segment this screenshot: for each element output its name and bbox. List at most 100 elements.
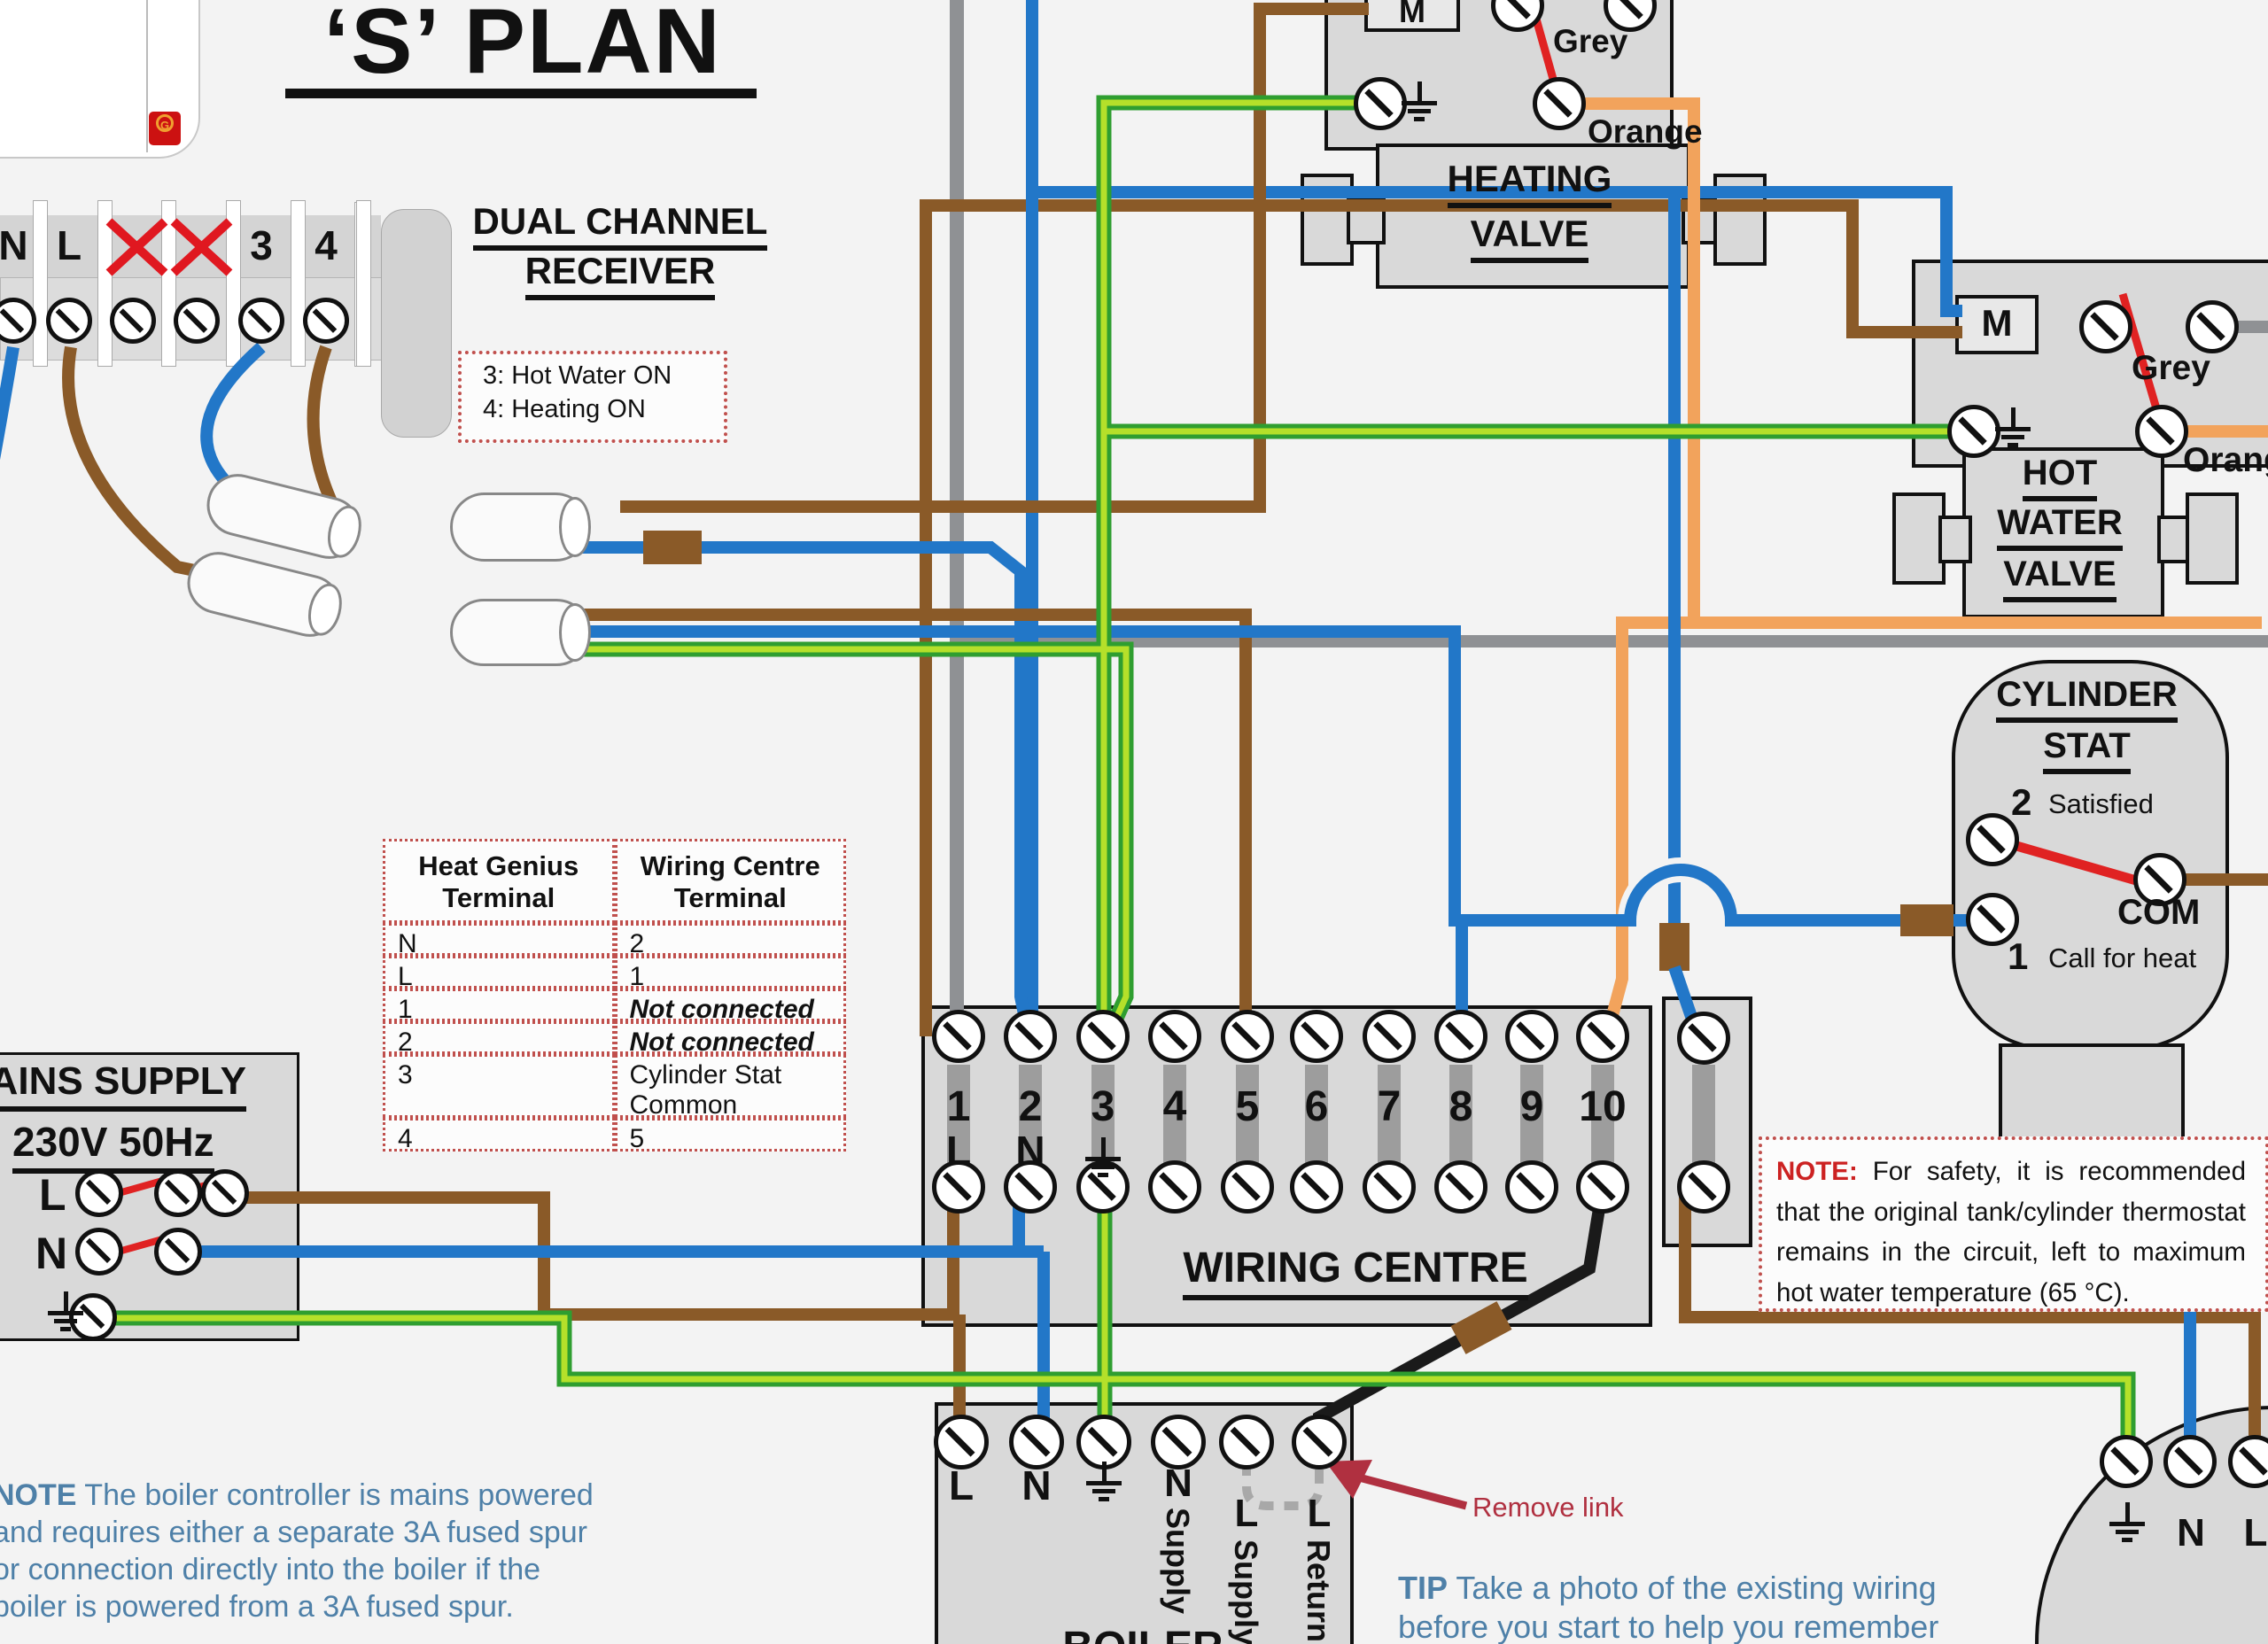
stat-call-label: Call for heat <box>2048 942 2197 973</box>
receiver-label-strip <box>0 215 381 277</box>
screw-terminal <box>2163 1435 2217 1488</box>
wc-sub-l: L <box>945 1128 972 1174</box>
terminal-divider-bar <box>33 200 48 367</box>
receiver-note-box <box>458 351 727 443</box>
boiler-lreturn-word: Return <box>1301 1539 1337 1642</box>
screw-terminal <box>1148 1010 1201 1063</box>
screw-terminal <box>1076 1010 1130 1063</box>
boiler-note-line4: boiler is powered from a 3A fused spur. <box>0 1590 514 1624</box>
table-cell: 2 <box>383 1021 615 1057</box>
wire <box>1313 1185 1609 1448</box>
screw-terminal <box>1576 1010 1629 1063</box>
boiler-l-label: L <box>948 1462 975 1508</box>
wire <box>1679 1187 2261 1466</box>
table-cell: 4 <box>383 1118 615 1153</box>
screw-terminal <box>110 298 156 344</box>
heating-valve-body <box>1376 143 1690 289</box>
screw-terminal <box>1221 1160 1274 1214</box>
screw-terminal <box>932 1010 985 1063</box>
receiver-note-2: 4: Heating ON <box>483 395 646 423</box>
hw-valve-name-1: HOT <box>1962 454 2157 501</box>
mains-voltage: 230V 50Hz <box>12 1118 214 1174</box>
wc-terminal-number: 2 <box>1018 1083 1043 1130</box>
cylinder-stat-title-1: CYLINDER <box>1952 675 2222 723</box>
screw-terminal <box>1677 1160 1730 1214</box>
pump-n-label: N <box>2177 1511 2205 1555</box>
screw-terminal <box>1148 1160 1201 1214</box>
hw-valve-m-terminal: M <box>1955 295 2039 354</box>
screw-terminal <box>75 1228 123 1276</box>
boiler-n-label: N <box>1021 1462 1052 1508</box>
safety-note-label: NOTE: <box>1776 1157 1858 1186</box>
screw-terminal <box>1290 1010 1343 1063</box>
screw-terminal <box>1533 77 1586 130</box>
table-cell: L <box>383 956 615 991</box>
device-divider <box>146 0 148 152</box>
wire <box>1556 97 1700 618</box>
wc-sub-n: N <box>1015 1128 1045 1174</box>
terminal-divider-bar <box>291 200 306 367</box>
wc-terminal-number: 3 <box>1091 1083 1115 1130</box>
hw-valve-name-2: WATER <box>1962 503 2157 551</box>
stat-satisfied-label: Satisfied <box>2048 788 2154 819</box>
screw-terminal <box>1505 1010 1558 1063</box>
wc-terminal-number: 4 <box>1162 1083 1187 1130</box>
wiring-centre-title: WIRING CENTRE <box>1045 1244 1666 1300</box>
terminal-divider-bar <box>161 200 176 367</box>
screw-terminal <box>934 1415 989 1470</box>
screw-terminal <box>2186 300 2239 353</box>
screw-terminal <box>1434 1010 1487 1063</box>
heating-valve-name-2: VALVE <box>1376 213 1683 263</box>
hw-valve-flange-right <box>2186 492 2239 585</box>
screw-terminal <box>1363 1010 1416 1063</box>
screw-terminal <box>238 298 284 344</box>
screw-terminal <box>2228 1435 2268 1488</box>
screw-terminal <box>1290 1160 1343 1214</box>
boiler-lsupply-letter: L <box>1234 1492 1259 1535</box>
screw-terminal <box>0 298 36 344</box>
wire <box>0 345 19 461</box>
screw-terminal <box>154 1228 202 1276</box>
tip-line1: TIP Take a photo of the existing wiring <box>1398 1570 1937 1606</box>
table-cell: 1 <box>614 956 846 991</box>
remove-link-label: Remove link <box>1472 1492 1624 1523</box>
title-underline <box>285 89 757 98</box>
boiler-note-line3: or connection directly into the boiler i… <box>0 1553 541 1586</box>
boiler-lsupply-word: Supply <box>1228 1539 1264 1644</box>
stat-com-label: COM <box>2117 893 2201 932</box>
screw-terminal <box>1966 893 2019 946</box>
hw-valve-orange-label: Orange <box>2183 441 2268 479</box>
screw-terminal <box>154 1169 202 1217</box>
receiver-title-line2: RECEIVER <box>443 250 797 300</box>
table-cell: N <box>383 923 615 958</box>
screw-terminal <box>1004 1010 1057 1063</box>
receiver-terminal-label: 3 <box>250 222 273 268</box>
wire <box>1993 834 2156 891</box>
boiler-lreturn-letter: L <box>1307 1492 1332 1535</box>
mains-title: MAINS SUPPLY <box>0 1059 275 1112</box>
table-cell: 3 <box>383 1054 615 1118</box>
screw-terminal <box>1505 1160 1558 1214</box>
heating-valve-name-1: HEATING <box>1376 158 1683 208</box>
screw-terminal <box>1292 1415 1347 1470</box>
receiver-end-cap <box>381 209 452 438</box>
screw-terminal <box>932 1160 985 1214</box>
screw-terminal <box>1947 405 2000 458</box>
screw-terminal <box>69 1293 117 1341</box>
wc-terminal-number: 8 <box>1449 1083 1473 1130</box>
wire <box>578 625 1993 927</box>
terminal-divider-bar <box>97 200 113 367</box>
wire <box>1242 1462 1324 1510</box>
earth-icon <box>1993 407 2032 454</box>
wire <box>920 199 1962 1036</box>
stat-satisfied-num: 2 <box>2011 781 2032 823</box>
table-cell: 2 <box>614 923 846 958</box>
wire <box>105 218 233 276</box>
screw-terminal <box>1677 1012 1730 1065</box>
earth-icon <box>2108 1502 2147 1548</box>
receiver-note-1: 3: Hot Water ON <box>483 361 672 390</box>
wc-terminal-number: 1 <box>946 1083 971 1130</box>
wire <box>62 345 319 601</box>
boiler-nsupply-word: Supply <box>1160 1508 1196 1615</box>
screw-terminal <box>1221 1010 1274 1063</box>
